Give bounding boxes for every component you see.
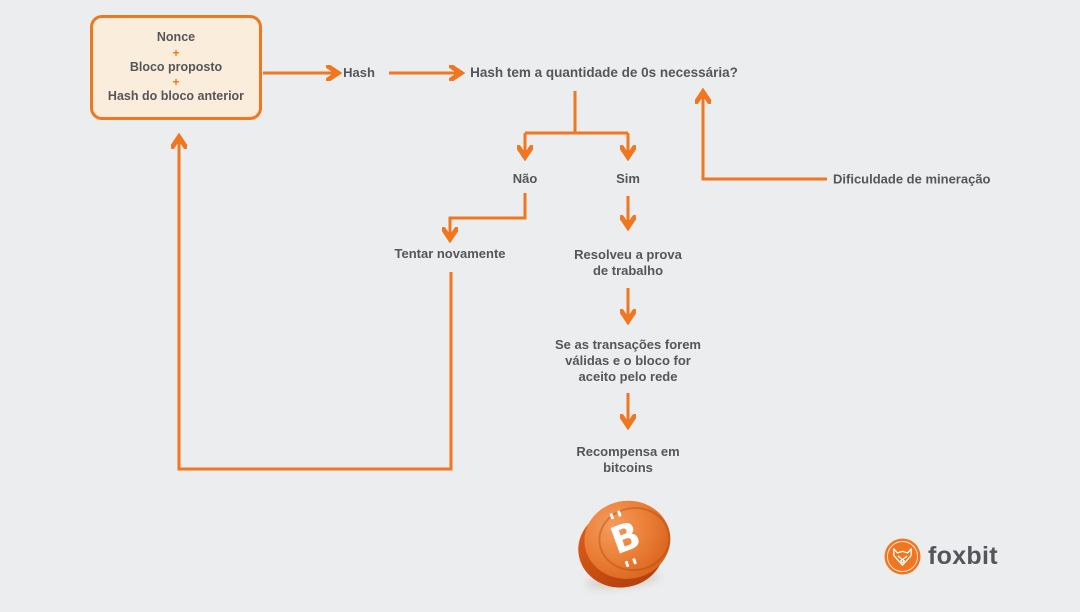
bitcoin-bottom-bar-icon	[632, 557, 638, 565]
input-box-line-nonce: Nonce	[156, 30, 196, 45]
reward-label: Recompensa em bitcoins	[576, 444, 680, 475]
fox-icon	[884, 538, 921, 575]
input-box-line-prevhash: Hash do bloco anterior	[107, 89, 245, 104]
plus-icon: +	[172, 45, 180, 60]
branch-no-label: Não	[512, 171, 538, 186]
bitcoin-coin-illustration: B	[574, 496, 679, 596]
arrow-no-to-retry	[450, 193, 527, 239]
foxbit-logo: foxbit	[884, 538, 998, 575]
bitcoin-b-glyph: B	[604, 512, 647, 563]
difficulty-label: Dificuldade de mineração	[833, 171, 991, 187]
input-box: Nonce + Bloco proposto + Hash do bloco a…	[90, 15, 262, 120]
proof-label: Resolveu a prova de trabalho	[574, 247, 682, 278]
question-label: Hash tem a quantidade de 0s necessária?	[470, 65, 738, 80]
foxbit-wordmark: foxbit	[928, 542, 998, 570]
loop-retry-to-box	[179, 137, 453, 471]
bitcoin-bottom-bar-icon	[624, 560, 630, 568]
retry-label: Tentar novamente	[394, 246, 506, 261]
branch-yes-label: Sim	[616, 171, 640, 186]
plus-icon: +	[172, 75, 180, 90]
validation-label: Se as transações forem válidas e o bloco…	[555, 337, 701, 384]
input-box-line-block: Bloco proposto	[129, 59, 223, 74]
arrow-difficulty-to-question	[703, 92, 827, 181]
hash-label: Hash	[343, 65, 375, 80]
